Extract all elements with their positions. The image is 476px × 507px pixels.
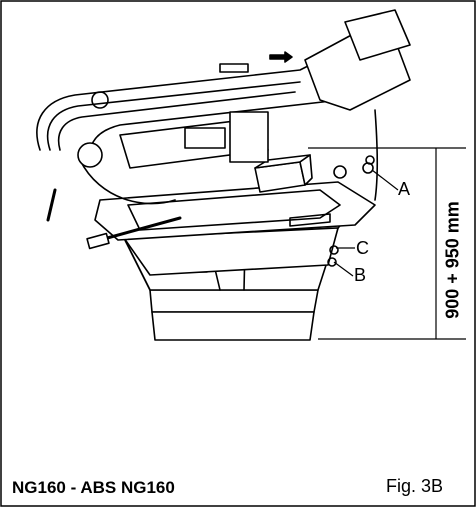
callout-b: B	[354, 265, 367, 285]
model-label: NG160 - ABS NG160	[12, 478, 175, 497]
vise-block	[254, 154, 313, 193]
callout-a: A	[398, 179, 411, 199]
side-controls	[327, 155, 375, 267]
work-table	[94, 181, 376, 241]
handle-lever	[46, 188, 182, 250]
callout-c: C	[356, 238, 369, 258]
blade-guide-assembly	[77, 111, 269, 205]
base-plinth	[149, 289, 319, 341]
motor-gearbox	[304, 9, 411, 201]
figure-number: Fig. 3B	[386, 476, 444, 496]
leader-line-a	[371, 169, 399, 191]
height-dimension-label: 900 + 950 mm	[442, 201, 463, 319]
leader-line-b	[333, 261, 354, 277]
